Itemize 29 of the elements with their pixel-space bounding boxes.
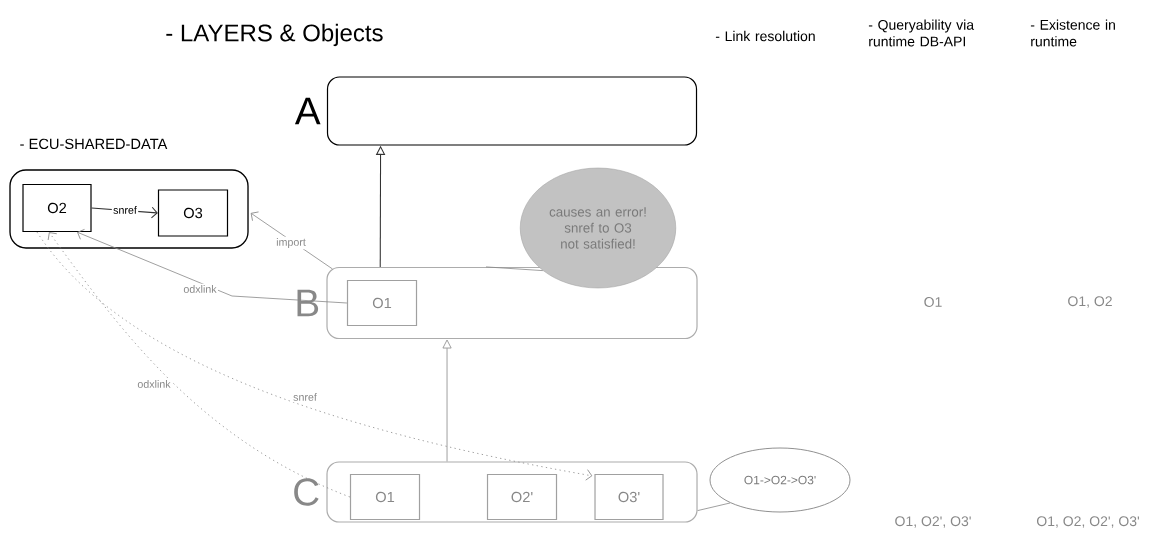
edge-label: snref bbox=[111, 204, 139, 216]
column-heading: - Link resolution bbox=[715, 30, 815, 42]
comment-bubble: causes an error! snref to O3 not satisfied! bbox=[519, 167, 677, 289]
object-box: O3' bbox=[594, 473, 664, 521]
title: - LAYERS & Objects bbox=[166, 23, 383, 47]
column-heading: - Existence in runtime bbox=[1030, 19, 1115, 47]
layer-letter: B bbox=[297, 289, 319, 317]
object-box: O1 bbox=[346, 279, 418, 327]
arrow bbox=[47, 232, 351, 498]
object-box: O1 bbox=[349, 473, 421, 521]
object-list: O1 bbox=[924, 297, 942, 307]
object-list: O1, O2, O2', O3' bbox=[1037, 516, 1139, 528]
object-box: O3 bbox=[157, 189, 229, 237]
object-list: O1, O2 bbox=[1068, 296, 1112, 308]
edge-label: odxlink bbox=[136, 378, 172, 390]
edge-label: import bbox=[274, 236, 308, 250]
arrow bbox=[250, 211, 333, 270]
layer-letter: C bbox=[294, 478, 319, 506]
arrow bbox=[442, 339, 452, 462]
edge-label: snref bbox=[291, 391, 319, 403]
object-list: O1, O2', O3' bbox=[895, 516, 971, 528]
object-box: O2' bbox=[486, 473, 558, 521]
object-box: O2 bbox=[22, 183, 92, 233]
arrow bbox=[36, 231, 593, 481]
arrow bbox=[77, 229, 348, 304]
layer-letter: A bbox=[294, 97, 321, 125]
column-heading: - Queryability via runtime DB-API bbox=[868, 19, 975, 47]
group-heading: - ECU-SHARED-DATA bbox=[20, 138, 168, 150]
edge-label: odxlink bbox=[182, 283, 218, 295]
